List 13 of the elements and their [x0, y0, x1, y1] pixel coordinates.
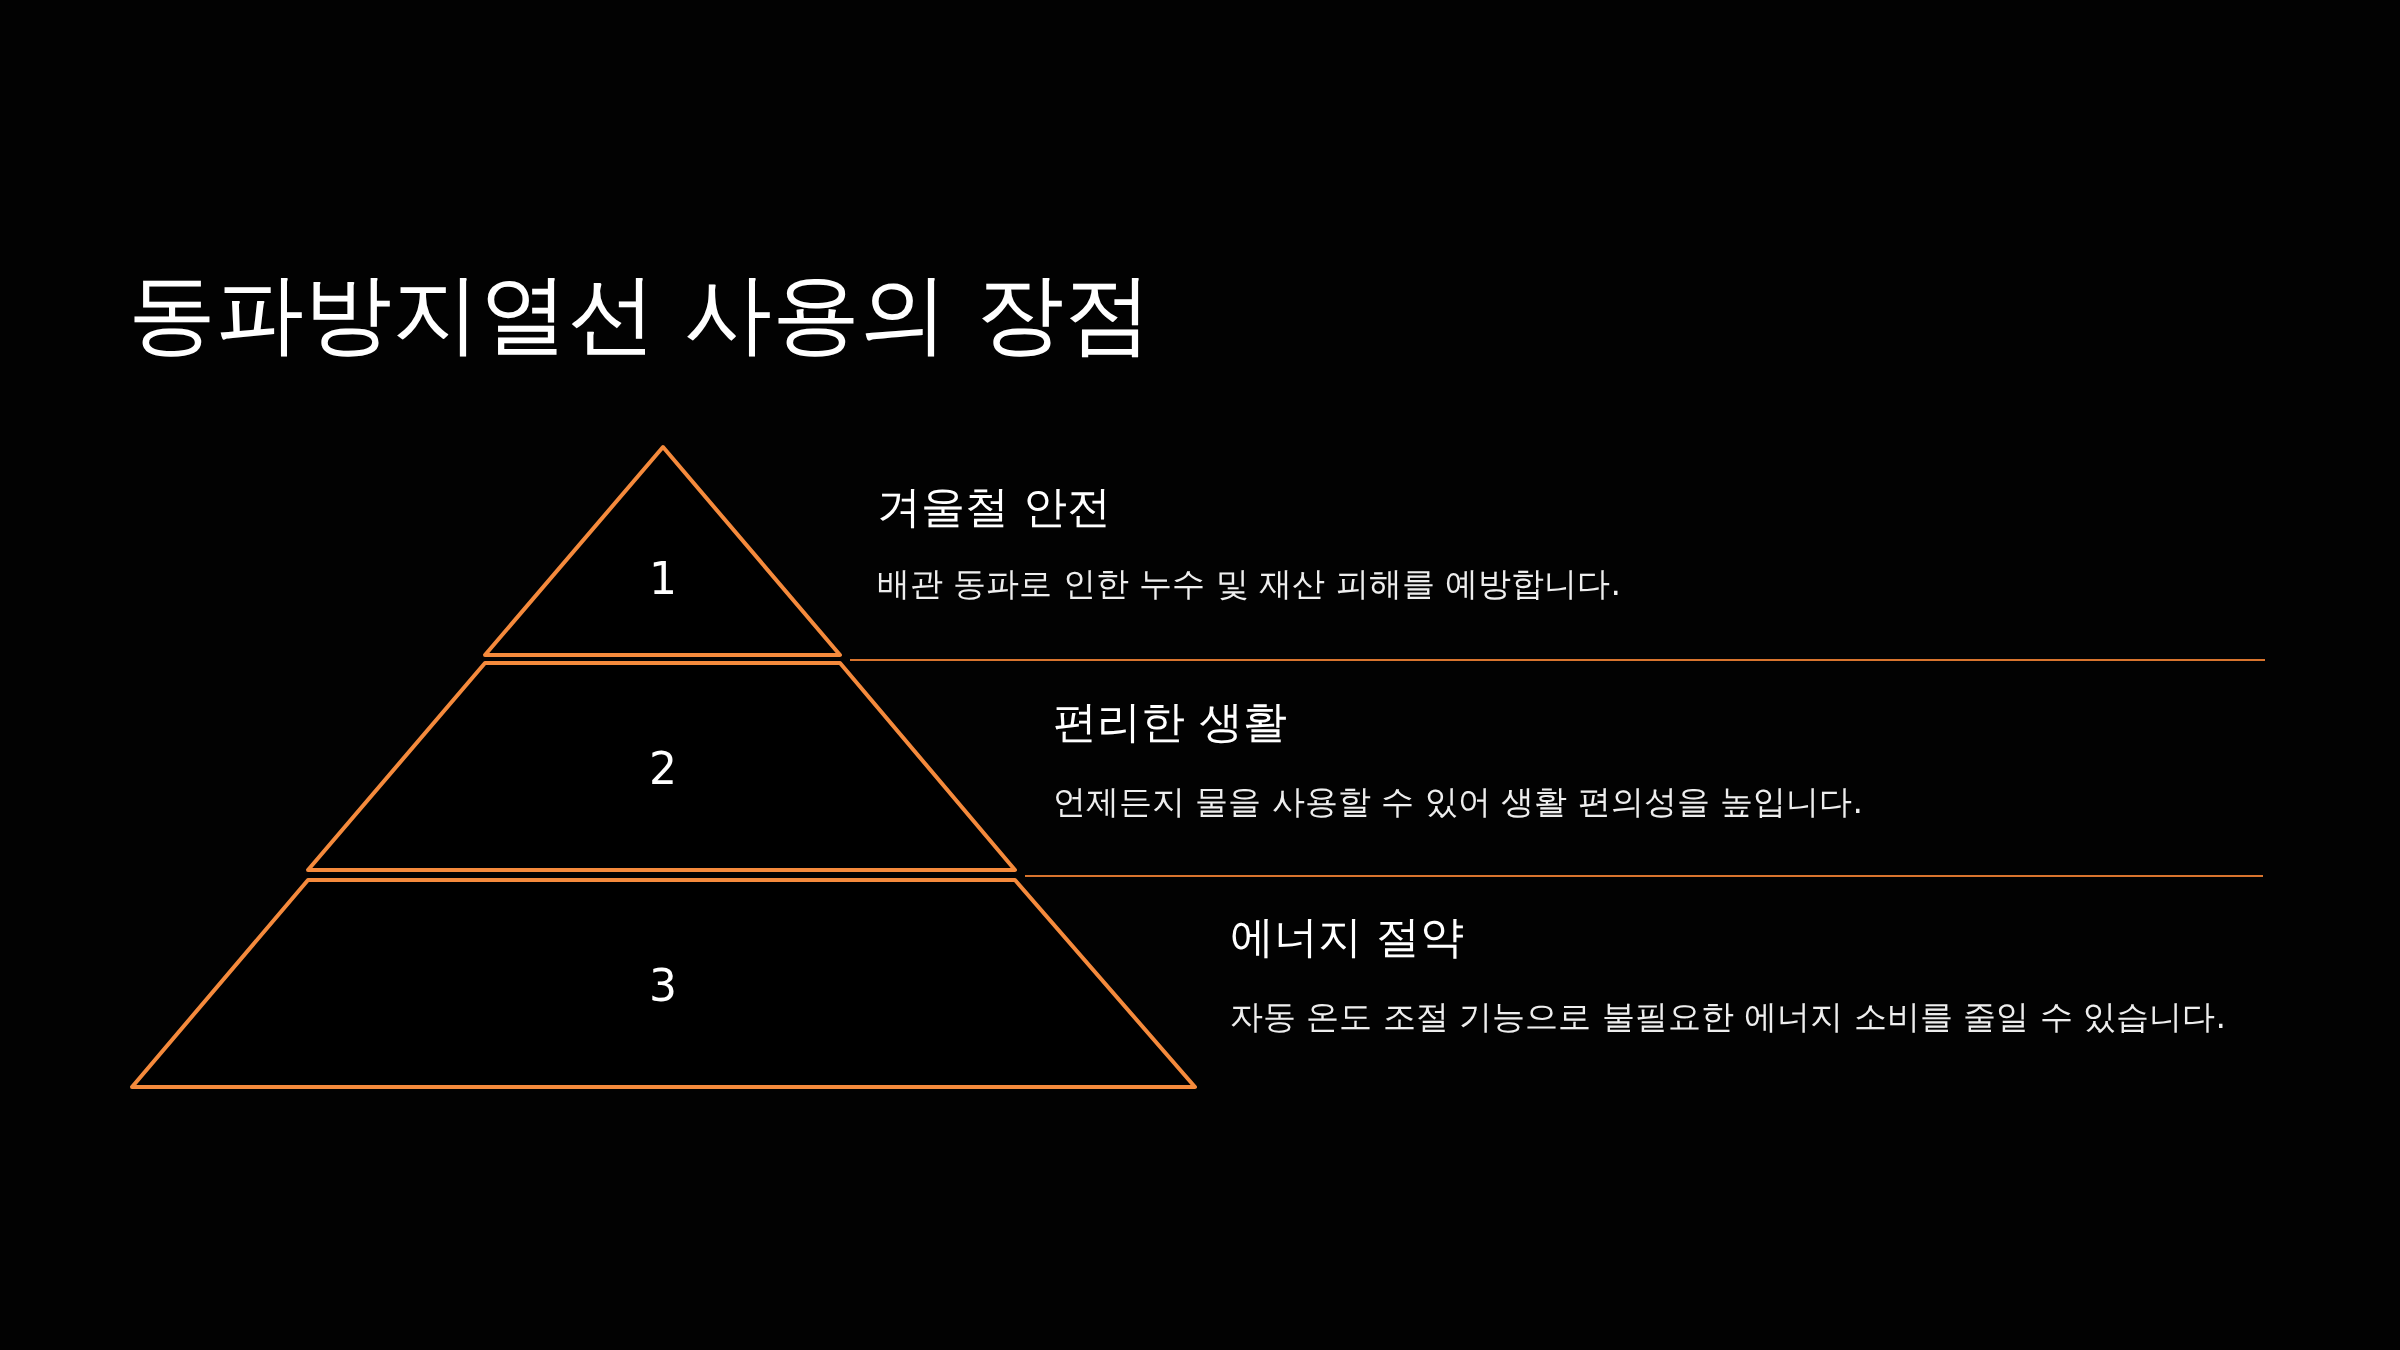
tier-heading: 편리한 생활 [1053, 695, 1287, 749]
tier-number: 1 [649, 552, 677, 604]
pyramid-top-triangle [485, 447, 840, 655]
tier-heading: 에너지 절약 [1230, 910, 1464, 964]
tier-description: 언제든지 물을 사용할 수 있어 생활 편의성을 높입니다. [1053, 781, 1863, 823]
pyramid-tier [308, 663, 1015, 870]
slide-title: 동파방지열선 사용의 장점 [128, 261, 1152, 367]
tier-number: 3 [649, 959, 677, 1011]
pyramid-tier [132, 880, 1195, 1087]
tier-number: 2 [649, 742, 677, 794]
tier-description: 자동 온도 조절 기능으로 불필요한 에너지 소비를 줄일 수 있습니다. [1230, 996, 2226, 1038]
tier-heading: 겨울철 안전 [877, 480, 1111, 534]
tier-description: 배관 동파로 인한 누수 및 재산 피해를 예방합니다. [877, 563, 1621, 605]
